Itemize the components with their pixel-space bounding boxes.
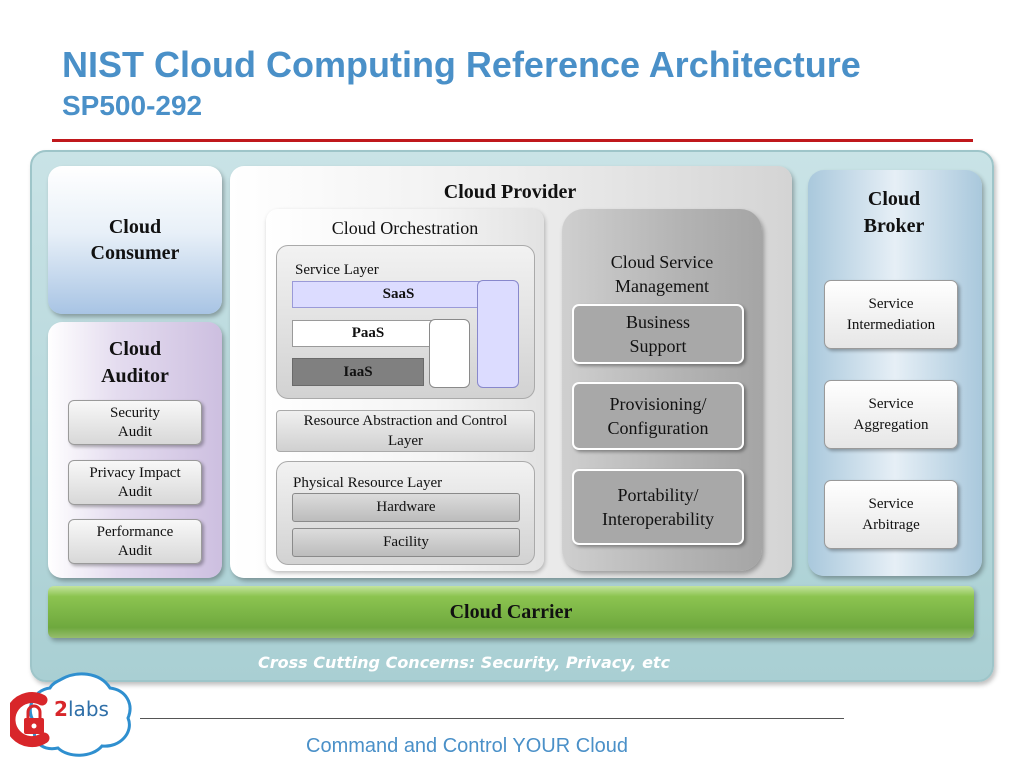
business-support-box: Business Support [572, 304, 744, 364]
paas-box: PaaS [292, 320, 444, 347]
logo-digit: 2 [54, 697, 68, 721]
cloud-broker-box: Cloud Broker Service Intermediation Serv… [808, 170, 982, 576]
service-arbitrage-box: Service Arbitrage [824, 480, 958, 549]
physical-resource-layer-label: Physical Resource Layer [293, 475, 443, 491]
cloud-provider-box: Cloud Provider Cloud Orchestration Servi… [230, 166, 792, 578]
privacy-impact-audit-box: Privacy Impact Audit [68, 460, 202, 505]
footer-tagline: Command and Control YOUR Cloud [306, 735, 629, 757]
page-subtitle: SP500-292 [62, 90, 203, 121]
cloud-service-management-box: Cloud Service Management Business Suppor… [562, 209, 762, 571]
title-divider [52, 139, 973, 142]
hardware-box: Hardware [292, 493, 520, 522]
cloud-broker-label: Cloud Broker [863, 188, 925, 237]
iaas-box: IaaS [292, 358, 424, 386]
service-aggregation-box: Service Aggregation [824, 380, 958, 449]
cloud-consumer-box: Cloud Consumer [48, 166, 222, 314]
cloud-service-management-label: Cloud Service Management [610, 252, 714, 296]
portability-interoperability-box: Portability/ Interoperability [572, 469, 744, 545]
saas-vertical-bar [477, 280, 519, 388]
provisioning-configuration-box: Provisioning/ Configuration [572, 382, 744, 450]
logo-word: labs [68, 697, 109, 721]
cloud-provider-label: Cloud Provider [443, 181, 577, 203]
cross-cutting-concerns-text: Cross Cutting Concerns: Security, Privac… [258, 653, 671, 672]
service-layer-label: Service Layer [295, 262, 379, 278]
cloud-carrier-bar: Cloud Carrier [48, 586, 974, 638]
facility-box: Facility [292, 528, 520, 557]
c2labs-logo: 2 labs [10, 672, 132, 757]
cloud-orchestration-label: Cloud Orchestration [331, 218, 479, 238]
footer-divider [140, 718, 844, 719]
performance-audit-box: Performance Audit [68, 519, 202, 564]
cloud-consumer-label: Cloud Consumer [90, 216, 180, 264]
paas-vertical-bar [429, 319, 470, 388]
saas-box: SaaS [292, 281, 505, 308]
cloud-auditor-box: Cloud Auditor Security Audit Privacy Imp… [48, 322, 222, 578]
service-intermediation-box: Service Intermediation [824, 280, 958, 349]
page-title: NIST Cloud Computing Reference Architect… [62, 44, 861, 85]
cloud-auditor-label: Cloud Auditor [101, 338, 169, 387]
cloud-orchestration-box: Cloud Orchestration Service Layer SaaS P… [266, 209, 544, 571]
physical-resource-layer-box: Physical Resource Layer Hardware Facilit… [276, 461, 535, 565]
resource-abstraction-layer-box: Resource Abstraction and Control Layer [276, 410, 535, 452]
security-audit-box: Security Audit [68, 400, 202, 445]
service-layer-box: Service Layer SaaS PaaS IaaS [276, 245, 535, 399]
